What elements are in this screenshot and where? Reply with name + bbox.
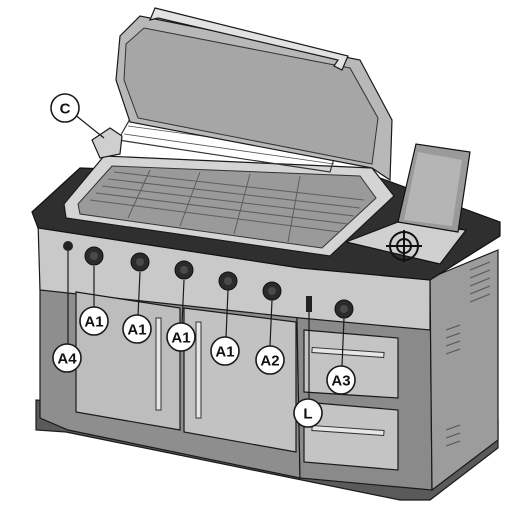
svg-text:C: C [60,101,71,118]
svg-text:L: L [303,406,312,423]
knob-1[interactable] [84,246,104,266]
right-door-handle[interactable] [195,321,202,419]
knob-5[interactable] [262,281,282,301]
callout-a2: A2 [255,345,285,375]
side-burner-tray [343,221,468,265]
svg-text:A3: A3 [331,373,350,390]
knob-6[interactable] [334,299,354,319]
svg-text:A4: A4 [57,351,77,368]
callout-a3: A3 [326,365,356,395]
lower-drawer-handle[interactable] [311,424,385,437]
svg-text:A1: A1 [84,314,103,331]
grate-bars [89,169,365,243]
lower-drawer[interactable] [303,401,399,471]
knob-2[interactable] [130,252,150,272]
left-door-handle[interactable] [155,317,162,411]
callout-l: L [293,398,323,428]
callout-a1-4: A1 [210,336,240,366]
svg-text:A1: A1 [215,344,234,361]
callout-a1-3: A1 [166,322,196,352]
leader-lines [67,113,345,398]
callout-a1-2: A1 [122,314,152,344]
callout-a4: A4 [52,343,82,373]
side-vents [445,261,491,447]
svg-text:A1: A1 [127,322,146,339]
upper-drawer-handle[interactable] [311,346,385,359]
callout-a1-1: A1 [79,306,109,336]
grill-lid-inner [123,27,379,165]
side-burner-grate [386,230,422,262]
callout-c: C [50,93,80,123]
igniter-button[interactable] [63,241,73,251]
knob-3[interactable] [174,260,194,280]
svg-text:A2: A2 [260,353,279,370]
light-switch[interactable] [306,296,312,312]
rotisserie-motor [91,127,123,159]
lid-handle[interactable] [148,7,349,71]
knob-4[interactable] [218,271,238,291]
svg-text:A1: A1 [171,330,190,347]
